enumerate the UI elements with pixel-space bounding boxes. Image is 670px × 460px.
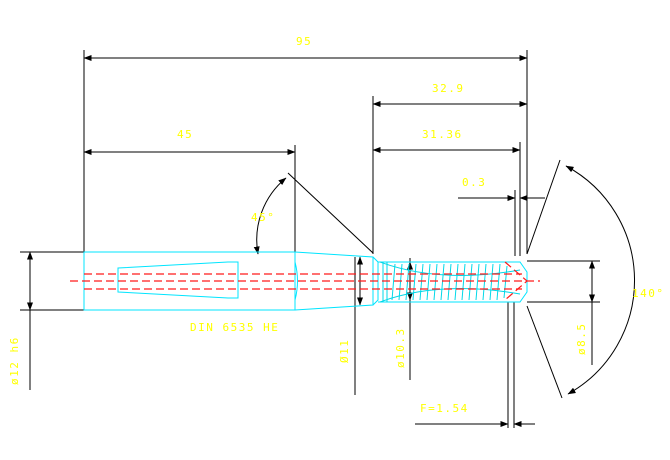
label-shank-length: 45 bbox=[177, 128, 193, 141]
dim-arc-chamfer-angle bbox=[253, 177, 287, 255]
extension-lines bbox=[20, 50, 600, 428]
shank-tang bbox=[117, 261, 239, 299]
label-thread-diameter: ø10.3 bbox=[394, 327, 407, 368]
dimension-lines bbox=[27, 55, 636, 427]
label-tap-length: 32.9 bbox=[432, 82, 465, 95]
label-tip-angle: 140° bbox=[632, 287, 665, 300]
label-tip-diameter: ø8.5 bbox=[575, 323, 588, 356]
tap-tool-outline bbox=[70, 251, 540, 311]
thread-body bbox=[378, 261, 528, 303]
label-chamfer-angle: 45° bbox=[251, 211, 275, 224]
label-tip-offset: 0.3 bbox=[462, 176, 486, 189]
label-shank-diameter: ø12 h6 bbox=[8, 336, 21, 385]
label-shank-standard: DIN 6535 HE bbox=[190, 321, 279, 334]
label-thread-length: 31.36 bbox=[422, 128, 463, 141]
label-neck-diameter: Ø11 bbox=[338, 339, 351, 363]
dimension-labels: 95 45 32.9 31.36 0.3 45° 140° DIN 6535 H… bbox=[8, 35, 665, 415]
thread-flutes bbox=[379, 261, 521, 303]
dim-arc-tip-angle bbox=[565, 165, 636, 395]
label-pitch: F=1.54 bbox=[420, 402, 469, 415]
label-overall-length: 95 bbox=[296, 35, 312, 48]
